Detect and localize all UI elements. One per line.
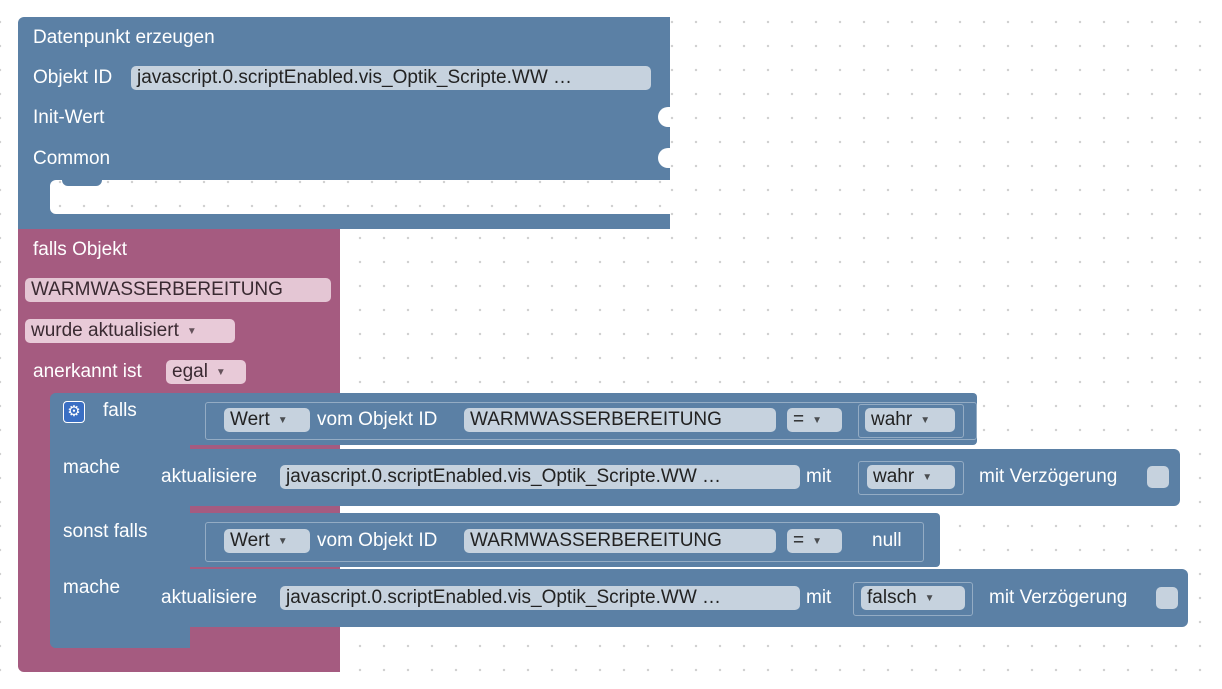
create-datapoint-statement-slot	[50, 180, 670, 214]
condition2-object-field[interactable]: WARMWASSERBEREITUNG	[464, 529, 776, 553]
action1-delay-checkbox[interactable]	[1147, 466, 1169, 488]
condition1-object-field[interactable]: WARMWASSERBEREITUNG	[464, 408, 776, 432]
condition2-of-object-label: vom Objekt ID	[317, 530, 438, 551]
action2-value-dropdown[interactable]: falsch▼	[861, 586, 965, 610]
object-id-field[interactable]: javascript.0.scriptEnabled.vis_Optik_Scr…	[131, 66, 651, 90]
object-id-label: Objekt ID	[33, 67, 113, 88]
chevron-down-icon: ▼	[277, 415, 288, 426]
if-block-bottom	[50, 630, 190, 648]
chevron-down-icon: ▼	[924, 593, 935, 604]
trigger-block-bottom	[18, 655, 340, 671]
condition2-value-dropdown[interactable]: Wert▼	[224, 529, 310, 553]
condition1-compare-dropdown[interactable]: wahr▼	[865, 408, 955, 432]
chevron-down-icon: ▼	[277, 536, 288, 547]
chevron-down-icon: ▼	[186, 326, 197, 337]
action2-label: aktualisiere	[161, 587, 258, 608]
chevron-down-icon: ▼	[920, 415, 931, 426]
trigger-object-field[interactable]: WARMWASSERBEREITUNG	[25, 278, 331, 302]
chevron-down-icon: ▼	[812, 536, 823, 547]
chevron-down-icon: ▼	[922, 472, 933, 483]
action1-label: aktualisiere	[161, 466, 258, 487]
do-label: mache	[63, 457, 121, 478]
action2-delay-label: mit Verzögerung	[989, 587, 1128, 608]
init-value-label: Init-Wert	[33, 107, 105, 128]
condition1-operator-dropdown[interactable]: =▼	[787, 408, 842, 432]
action1-delay-label: mit Verzögerung	[979, 466, 1118, 487]
elseif-label: sonst falls	[63, 521, 148, 542]
action1-with-label: mit	[806, 466, 832, 487]
gear-icon[interactable]: ⚙	[63, 401, 85, 423]
condition2-operator-dropdown[interactable]: =▼	[787, 529, 842, 553]
chevron-down-icon: ▼	[812, 415, 823, 426]
trigger-event-dropdown[interactable]: wurde aktualisiert ▼	[25, 319, 235, 343]
condition1-of-object-label: vom Objekt ID	[317, 409, 438, 430]
action1-value-dropdown[interactable]: wahr▼	[867, 465, 955, 489]
do2-label: mache	[63, 577, 121, 598]
ack-label: anerkannt ist	[33, 361, 142, 382]
trigger-event-label: wurde aktualisiert	[31, 320, 179, 341]
action2-with-label: mit	[806, 587, 832, 608]
trigger-title: falls Objekt	[33, 239, 127, 260]
action2-object-field[interactable]: javascript.0.scriptEnabled.vis_Optik_Scr…	[280, 586, 800, 610]
common-label: Common	[33, 148, 111, 169]
ack-dropdown[interactable]: egal ▼	[166, 360, 246, 384]
action2-delay-checkbox[interactable]	[1156, 587, 1178, 609]
condition2-compare-value[interactable]: null	[872, 530, 902, 551]
create-datapoint-title: Datenpunkt erzeugen	[33, 27, 215, 48]
condition1-value-dropdown[interactable]: Wert▼	[224, 408, 310, 432]
chevron-down-icon: ▼	[215, 367, 226, 378]
if-label: falls	[103, 400, 137, 421]
ack-value: egal	[172, 361, 208, 382]
action1-object-field[interactable]: javascript.0.scriptEnabled.vis_Optik_Scr…	[280, 465, 800, 489]
